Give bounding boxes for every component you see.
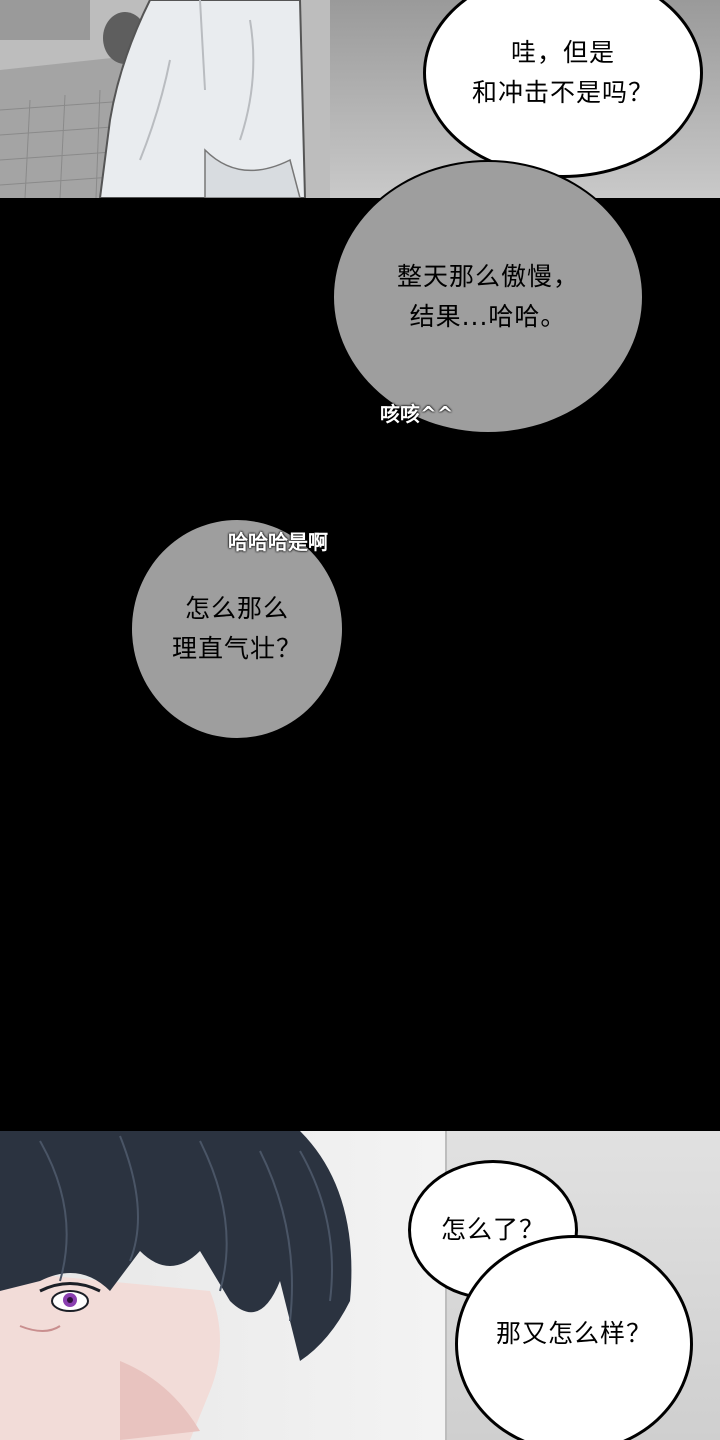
speech-bubble-wow: 哇，但是 和冲击不是吗？ xyxy=(423,0,703,178)
bubble-text: 结果...哈哈。 xyxy=(409,302,567,331)
bubble-text: 和冲击不是吗？ xyxy=(471,78,654,107)
speech-bubble-sowhat: 那又怎么样？ xyxy=(455,1235,693,1440)
bubble-text: 怎么了？ xyxy=(440,1215,545,1244)
street-scene xyxy=(0,0,330,198)
bubble-text: 怎么那么 xyxy=(184,594,289,623)
street-scene-illustration xyxy=(0,0,330,198)
sfx-cough: 咳咳^^ xyxy=(380,402,454,426)
bubble-text: 那又怎么样？ xyxy=(495,1319,652,1348)
speech-bubble-confident: 怎么那么 理直气壮？ xyxy=(130,518,344,740)
bubble-text: 整天那么傲慢， xyxy=(396,262,579,291)
bubble-text: 理直气壮？ xyxy=(171,634,302,663)
speech-bubble-arrogant: 整天那么傲慢， 结果...哈哈。 xyxy=(332,160,644,434)
bubble-text: 哇，但是 xyxy=(510,38,615,67)
character-face-illustration xyxy=(0,1131,352,1440)
sfx-laugh: 哈哈哈是啊 xyxy=(228,530,328,554)
